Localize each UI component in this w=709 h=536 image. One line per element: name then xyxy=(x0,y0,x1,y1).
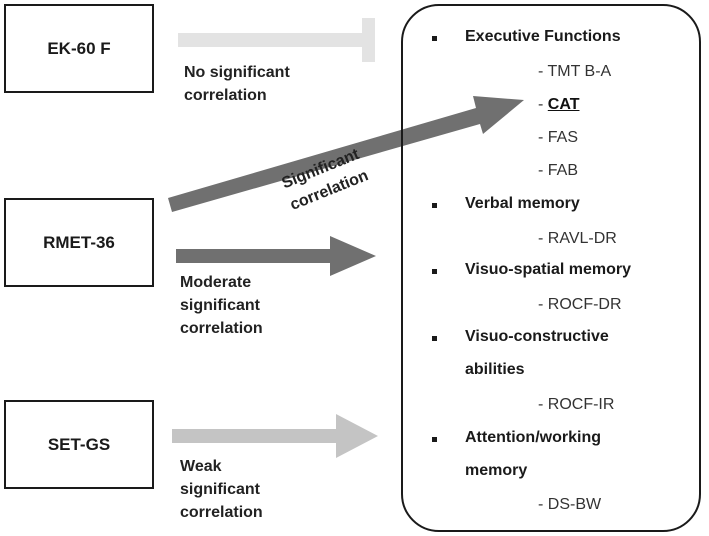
bullet-icon xyxy=(432,336,437,341)
moderate-line-1: Moderate xyxy=(180,274,252,291)
weak-correlation-arrow xyxy=(172,414,378,458)
cat-dash: - xyxy=(538,96,548,113)
no-significant-correlation-label: No significant correlation xyxy=(184,61,290,107)
fab-item: - FAB xyxy=(538,162,579,179)
bullet-icon xyxy=(432,437,437,442)
cognitive-domains-panel xyxy=(401,4,701,532)
visuospatial-memory-heading: Visuo-spatial memory xyxy=(465,261,631,278)
weak-line-3: correlation xyxy=(180,504,263,521)
significant-correlation-arrow xyxy=(168,96,524,212)
moderate-correlation-label: Moderate significant correlation xyxy=(180,271,263,340)
ek60f-label: EK-60 F xyxy=(47,38,111,58)
rocf-ir-item: - ROCF-IR xyxy=(538,396,615,413)
no-correlation-bar xyxy=(178,33,368,47)
bullet-icon xyxy=(432,269,437,274)
visuoconstructive-heading-line-1: Visuo-constructive xyxy=(465,328,609,345)
ravl-item: - RAVL-DR xyxy=(538,230,617,247)
attention-heading-line-1: Attention/working xyxy=(465,429,601,446)
cat-label: CAT xyxy=(547,96,580,113)
ds-bw-item: - DS-BW xyxy=(538,496,602,513)
moderate-line-2: significant xyxy=(180,297,261,314)
visuoconstructive-heading-line-2: abilities xyxy=(465,361,525,378)
setgs-label: SET-GS xyxy=(47,434,111,454)
no-sig-line-1: No significant xyxy=(184,64,290,81)
bullet-icon xyxy=(432,203,437,208)
moderate-correlation-arrow xyxy=(176,236,376,276)
no-correlation-end-cap xyxy=(362,18,375,62)
cat-item: - CAT xyxy=(538,96,579,114)
rocf-dr-item: - ROCF-DR xyxy=(538,296,622,313)
bullet-icon xyxy=(432,36,437,41)
weak-line-2: significant xyxy=(180,481,261,498)
weak-line-1: Weak xyxy=(180,458,222,475)
tmt-item: - TMT B-A xyxy=(538,63,612,80)
attention-heading-line-2: memory xyxy=(465,462,528,479)
verbal-memory-heading: Verbal memory xyxy=(465,195,580,212)
ek60f-box: EK-60 F xyxy=(4,4,154,93)
rmet36-box: RMET-36 xyxy=(4,198,154,287)
rmet36-label: RMET-36 xyxy=(43,232,115,252)
setgs-box: SET-GS xyxy=(4,400,154,489)
fas-item: - FAS xyxy=(538,129,579,146)
executive-functions-heading: Executive Functions xyxy=(465,28,621,45)
weak-correlation-label: Weak significant correlation xyxy=(180,455,263,524)
moderate-line-3: correlation xyxy=(180,320,263,337)
no-sig-line-2: correlation xyxy=(184,87,267,104)
